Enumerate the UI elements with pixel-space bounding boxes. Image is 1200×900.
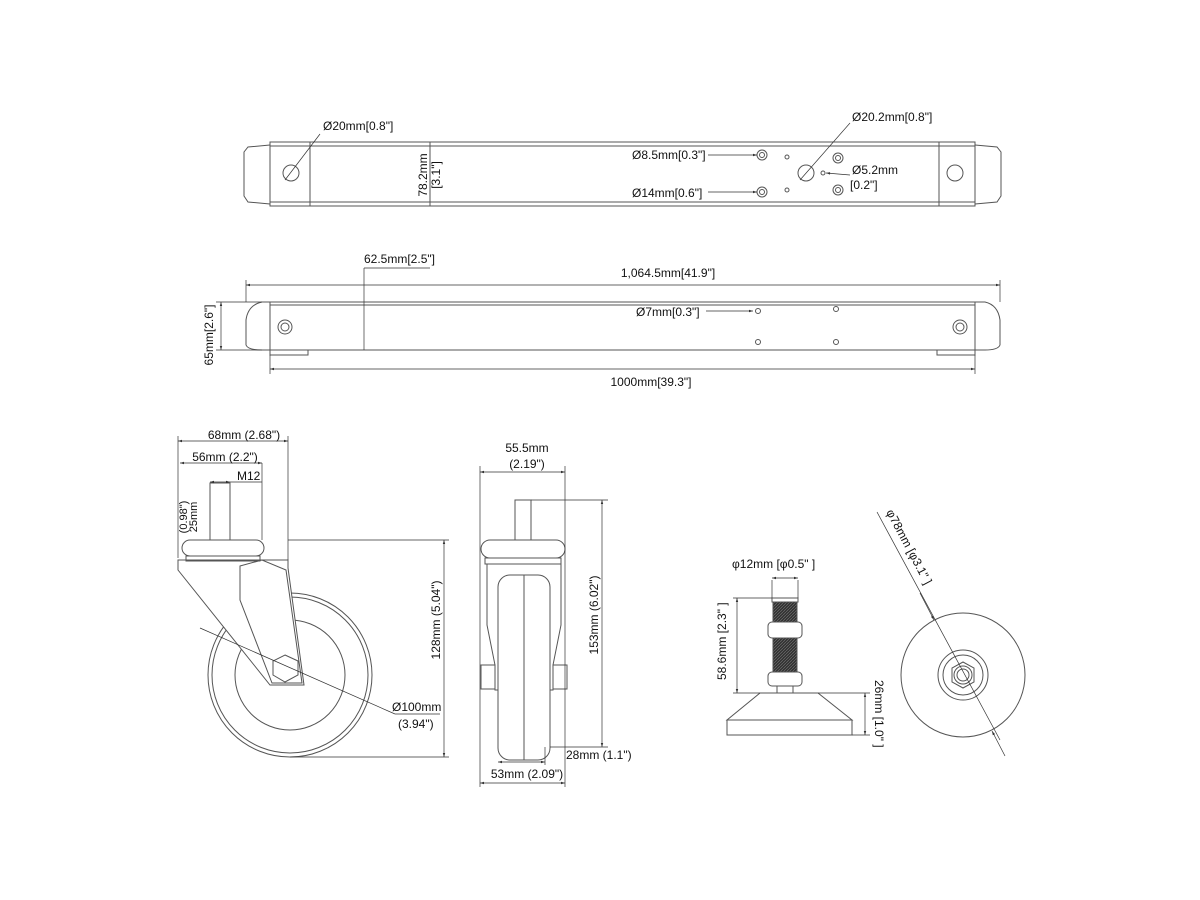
fork-width-label: 53mm (2.09") <box>491 767 563 781</box>
leveler-bottom-view: φ78mm [φ3.1" ] <box>876 507 1026 757</box>
bar-side-view: 62.5mm[2.5"] 1,064.5mm[41.9"] 1000mm[39.… <box>202 252 1001 389</box>
hole-left-label: Ø20mm[0.8"] <box>323 119 393 133</box>
stem-offset-label: 56mm (2.2") <box>192 450 258 464</box>
hole-label: Ø7mm[0.3"] <box>636 305 700 319</box>
hole-small-top-label: Ø8.5mm[0.3"] <box>632 148 706 162</box>
hole-tiny-mm-label: Ø5.2mm <box>852 163 898 177</box>
thread-diameter-label: φ12mm [φ0.5" ] <box>732 557 815 571</box>
stem-height-label: 58.6mm [2.3" ] <box>715 602 729 680</box>
leveler-side-view: φ12mm [φ0.5" ] 58.6mm [2.3" ] 26mm [1.0"… <box>715 557 886 748</box>
base-height-label: 26mm [1.0" ] <box>872 680 886 748</box>
inner-length-label: 1000mm[39.3"] <box>611 375 692 389</box>
wheel-diameter-mm-label: Ø100mm <box>392 700 441 714</box>
stem-length-in-label: (0.98") <box>178 501 190 534</box>
width-mm-label: 78.2mm <box>416 153 430 196</box>
hole-right-label: Ø20.2mm[0.8"] <box>852 110 932 124</box>
caster-side-view: 68mm (2.68") 56mm (2.2") M12 25mm (0.98"… <box>177 428 449 758</box>
overall-length-label: 1,064.5mm[41.9"] <box>621 266 715 280</box>
wheel-width-label: 28mm (1.1") <box>566 748 632 762</box>
offset-label: 62.5mm[2.5"] <box>364 252 435 266</box>
width-in-label: [3.1"] <box>429 161 443 189</box>
stem-length-mm-label: 25mm <box>188 502 200 533</box>
front-width-mm-label: 55.5mm <box>505 441 548 455</box>
height-label: 65mm[2.6"] <box>202 305 216 366</box>
plate-width-label: 68mm (2.68") <box>208 428 280 442</box>
base-diameter-label: φ78mm [φ3.1" ] <box>883 507 934 587</box>
total-height-label: 153mm (6.02") <box>587 576 601 655</box>
front-width-in-label: (2.19") <box>509 457 545 471</box>
thread-label: M12 <box>237 469 261 483</box>
hole-tiny-in-label: [0.2"] <box>850 178 878 192</box>
wheel-diameter-in-label: (3.94") <box>398 717 434 731</box>
caster-height-label: 128mm (5.04") <box>429 581 443 660</box>
hole-small-bottom-label: Ø14mm[0.6"] <box>632 186 702 200</box>
caster-front-view: 55.5mm (2.19") 153mm (6.02") 28mm (1.1")… <box>479 441 632 787</box>
bar-top-view: Ø20mm[0.8"] Ø20.2mm[0.8"] Ø8.5mm[0.3"] Ø… <box>243 110 1002 207</box>
